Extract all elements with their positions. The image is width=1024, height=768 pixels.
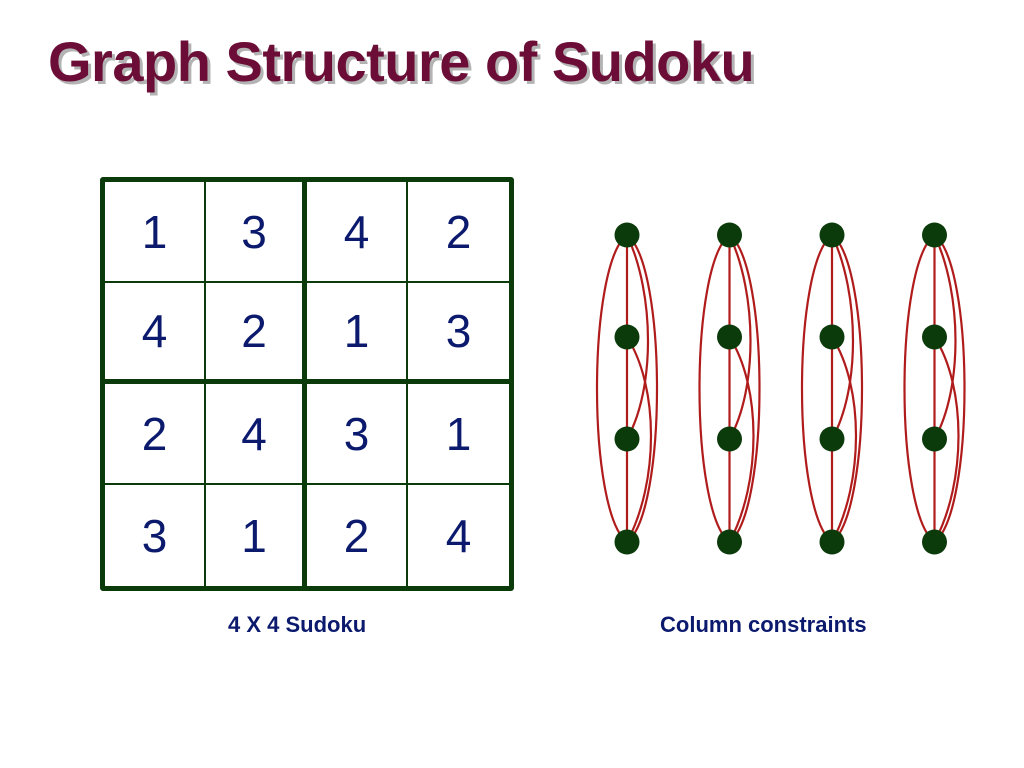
graph-node — [717, 222, 742, 248]
graph-edge-1-4 — [903, 234, 936, 543]
graph-edge-1-3 — [933, 234, 957, 440]
graph-edge-1-4-right — [728, 234, 761, 543]
graph-edge-1-4 — [595, 234, 628, 543]
graph-node — [922, 529, 947, 555]
sudoku-cell: 2 — [206, 283, 307, 384]
graph-node — [614, 324, 640, 350]
graph-node — [819, 222, 845, 248]
sudoku-cell: 4 — [307, 182, 408, 283]
sudoku-cell: 4 — [206, 384, 307, 485]
graph-edge-1-4 — [800, 234, 833, 543]
sudoku-cell: 3 — [408, 283, 509, 384]
graph-node — [819, 529, 845, 555]
graph-edge-2-4 — [728, 336, 755, 543]
graph-edge-1-3 — [728, 234, 752, 440]
graph-node — [717, 324, 742, 350]
sudoku-cell: 1 — [206, 485, 307, 586]
graph-edge-1-3 — [831, 234, 855, 440]
sudoku-cell: 4 — [105, 283, 206, 384]
sudoku-cell: 2 — [307, 485, 408, 586]
graph-caption: Column constraints — [660, 612, 867, 637]
sudoku-cell: 1 — [105, 182, 206, 283]
sudoku-cell: 1 — [408, 384, 509, 485]
graph-edge-2-4 — [933, 336, 960, 543]
graph-edge-1-4-right — [831, 234, 864, 543]
graph-node — [717, 529, 742, 555]
sudoku-cell: 3 — [206, 182, 307, 283]
slide-title: Graph Structure of Sudoku — [48, 30, 755, 93]
sudoku-cell: 3 — [105, 485, 206, 586]
graph-node — [717, 426, 742, 452]
graph-node — [819, 324, 845, 350]
graph-edge-2-4 — [831, 336, 857, 543]
graph-node — [614, 426, 640, 452]
graph-edge-2-4 — [626, 336, 652, 543]
graph-node — [922, 324, 947, 350]
graph-edge-1-4 — [698, 234, 731, 543]
graph-edge-1-4-right — [626, 234, 659, 543]
graph-node — [922, 426, 947, 452]
graph-node — [819, 426, 845, 452]
sudoku-caption: 4 X 4 Sudoku — [228, 612, 367, 637]
graph-edge-1-4-right — [933, 234, 966, 543]
sudoku-cell: 4 — [445, 509, 472, 562]
sudoku-cell: 1 — [307, 283, 408, 384]
graph-node — [614, 222, 640, 248]
graph-node — [922, 222, 947, 248]
sudoku-cell: 2 — [105, 384, 206, 485]
graph-edge-1-3 — [626, 234, 650, 440]
graph-node — [614, 529, 640, 555]
sudoku-cell: 3 — [307, 384, 408, 485]
sudoku-cell: 2 — [408, 182, 509, 283]
